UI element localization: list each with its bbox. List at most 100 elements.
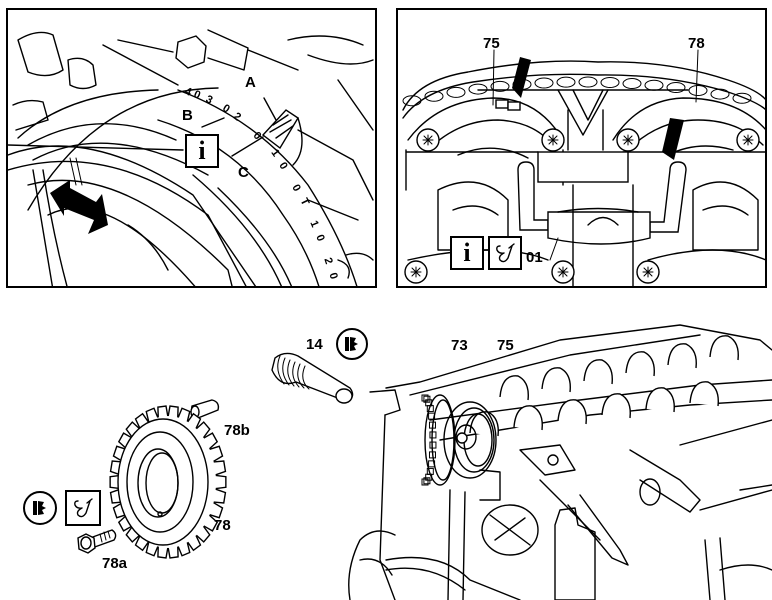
- cam-lobe: [557, 399, 587, 425]
- cam-lobe: [689, 381, 719, 407]
- sprocket-tooth: [157, 405, 169, 418]
- cam-lobe: [513, 405, 543, 431]
- chain-link: [468, 83, 488, 95]
- bolt-head-icon: [416, 128, 440, 152]
- sprocket-tooth: [125, 421, 141, 439]
- sprocket-tooth: [125, 525, 141, 543]
- label-chain-73: 73: [451, 337, 468, 354]
- bolt-head-icon: [551, 260, 575, 284]
- bolt-78a: [77, 529, 117, 554]
- pulley-line-art: [8, 29, 374, 286]
- chain-link: [428, 412, 436, 420]
- panel-camshaft-sprockets: 75 78 i 01: [396, 8, 767, 288]
- chain-link: [402, 95, 422, 107]
- chain-link: [622, 78, 642, 90]
- screw-plug-14: [271, 352, 354, 404]
- cam-lobe: [709, 335, 739, 361]
- sprocket-tooth: [117, 432, 133, 450]
- label-pin-78b: 78b: [224, 422, 250, 439]
- chain-link: [421, 478, 429, 486]
- chain-link: [424, 90, 444, 102]
- sprocket-tooth: [195, 421, 211, 439]
- sprocket-tooth: [145, 542, 159, 557]
- chain-link: [423, 477, 431, 485]
- cam-lobe: [541, 367, 571, 393]
- chain-link: [423, 395, 431, 403]
- chain-link: [428, 421, 436, 429]
- bolt-head-icon: [616, 128, 640, 152]
- sprocket-tooth: [203, 432, 219, 450]
- label-sprocket-75: 75: [483, 35, 500, 52]
- chain-link: [421, 394, 429, 402]
- cam-lobe: [625, 351, 655, 377]
- chain-link: [534, 77, 554, 89]
- label-sprocket-78: 78: [214, 517, 231, 534]
- sprocket-tooth: [177, 407, 191, 422]
- double-arrow-icon: [50, 180, 108, 234]
- label-cam-sprocket-75: 75: [497, 337, 514, 354]
- camshaft-line-art: [402, 49, 765, 286]
- sprocket-tooth: [157, 546, 169, 559]
- bolt-head-icon: [541, 128, 565, 152]
- chain-link: [556, 76, 576, 88]
- sprocket-tooth: [187, 535, 202, 552]
- cam-lobe: [667, 343, 697, 369]
- chain-link: [666, 82, 686, 94]
- label-tool-01: 01: [526, 249, 543, 266]
- timing-chain: [402, 60, 765, 119]
- sprocket-tooth: [177, 542, 191, 557]
- chain-link: [578, 76, 598, 88]
- chain-link: [429, 431, 437, 439]
- chain-link: [425, 473, 433, 481]
- info-icon: i: [185, 134, 219, 168]
- sprocket-tooth: [195, 525, 211, 543]
- cam-lobe: [583, 359, 613, 385]
- panel-crankshaft-pulley: A B C i 4 0 3 0 2 0 1 0 0 T 1 0 2 0: [6, 8, 377, 288]
- marker-arrow-right: [662, 118, 684, 160]
- cam-lobe: [601, 393, 631, 419]
- sprocket-tooth: [213, 460, 227, 476]
- label-b: B: [182, 107, 193, 124]
- bolt-head-icon: [736, 128, 760, 152]
- chain-link: [710, 88, 730, 100]
- sprocket-tooth: [167, 546, 179, 559]
- cam-lobe: [645, 387, 675, 413]
- chain-link: [428, 451, 436, 459]
- chain-link: [446, 86, 466, 98]
- exploded-line-art: [77, 324, 772, 600]
- sprocket-tooth: [134, 412, 149, 429]
- special-tool-icon: [488, 236, 522, 270]
- label-bolt-78a: 78a: [102, 555, 128, 572]
- bolt-head-icon: [404, 260, 428, 284]
- engine-cylinder-head: [348, 324, 772, 600]
- sprocket-tooth: [203, 514, 219, 532]
- label-screw-plug-14: 14: [306, 336, 323, 353]
- chain-link: [429, 441, 437, 449]
- sprocket-tooth: [117, 514, 133, 532]
- marker-arrow-left: [512, 57, 531, 98]
- chain-link: [688, 85, 708, 97]
- sprocket-tooth: [209, 445, 224, 462]
- chain-link: [732, 92, 752, 104]
- sprocket-tooth: [134, 535, 149, 552]
- bolt-head-icon: [636, 260, 660, 284]
- chain-link: [490, 80, 510, 92]
- panel-exploded-view: 14 78b 78 78a 73 75: [0, 300, 772, 600]
- label-sprocket-78: 78: [688, 35, 705, 52]
- sprocket-tooth: [145, 407, 159, 422]
- sprocket-tooth: [167, 405, 179, 418]
- sprocket-78: [109, 405, 227, 559]
- chain-link: [600, 76, 620, 88]
- label-a: A: [245, 74, 256, 91]
- info-icon: i: [450, 236, 484, 270]
- sprocket-tooth: [215, 474, 227, 490]
- sprocket-tooth: [213, 488, 227, 504]
- chain-link: [426, 405, 434, 413]
- label-c: C: [238, 164, 249, 181]
- chain-link: [644, 79, 664, 91]
- sprocket-tooth: [209, 502, 224, 519]
- replace-part-icon: [23, 491, 57, 525]
- sprocket-tooth: [187, 412, 202, 429]
- replace-part-icon: [336, 328, 368, 360]
- cam-lobe: [499, 375, 529, 401]
